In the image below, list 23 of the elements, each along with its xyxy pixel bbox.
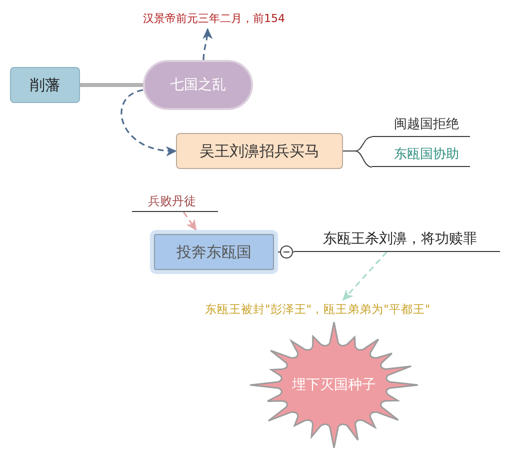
central-topic: [143, 60, 253, 110]
dashed-arrow: [182, 212, 197, 231]
topic-label: 投奔东瓯国: [176, 243, 252, 261]
topic-label: 闽越国拒绝: [394, 117, 459, 133]
topic-label: 削藩: [30, 76, 60, 94]
connector-line: [342, 150, 372, 168]
dashed-arrow: [342, 251, 388, 301]
branch-topic: [294, 228, 500, 252]
date-note: 汉景帝前元三年二月，前154: [134, 9, 294, 29]
topic-label: 东瓯王杀刘濞，将功赎罪: [323, 231, 477, 248]
topic-label: 吴王刘濞招兵买马: [200, 142, 320, 160]
topic-label: 埋下灭国种子: [292, 376, 376, 394]
subtopic-box: [176, 133, 343, 169]
dashed-arrow: [202, 28, 212, 60]
topic-box: [10, 67, 80, 103]
dashed-arrow: [120, 89, 177, 156]
topic-label: 兵败丹徒: [148, 194, 196, 208]
explosion-callout: [250, 322, 418, 448]
connector-line: [80, 83, 143, 87]
topic-label: 七国之乱: [170, 76, 226, 94]
selected-topic-box: [150, 230, 278, 274]
topic-label: 东瓯国协助: [394, 147, 459, 163]
floating-note: 东瓯王被封"彭泽王"，瓯王弟弟为"平都王": [200, 300, 470, 320]
